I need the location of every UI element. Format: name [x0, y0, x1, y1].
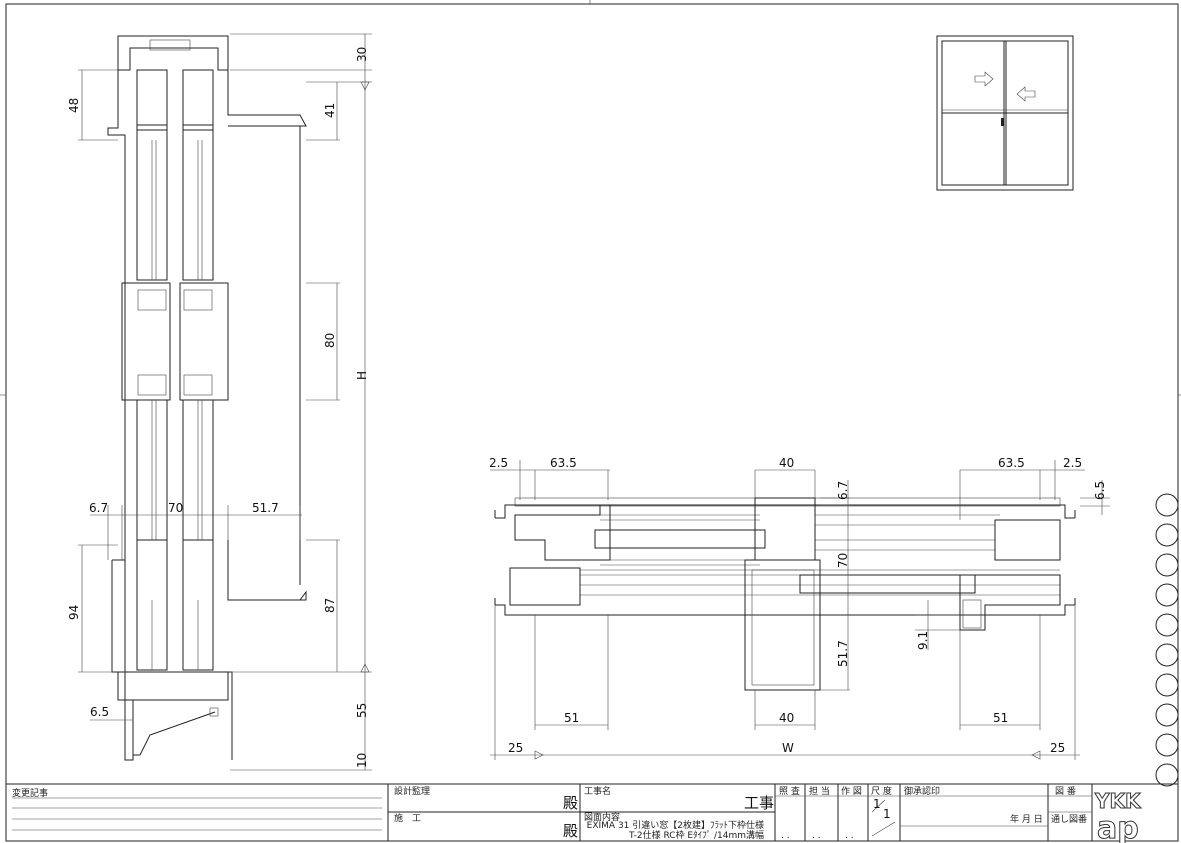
vertical-section — [78, 33, 372, 771]
svg-text:ap: ap — [1097, 811, 1139, 843]
dim-70: 70 — [168, 501, 183, 515]
dim-40-top: 40 — [779, 456, 794, 470]
dim-25-left: 25 — [508, 741, 523, 755]
dim-63-5-left: 63.5 — [550, 456, 577, 470]
dim-48: 48 — [67, 98, 81, 113]
scale-numerator: 1 — [873, 797, 881, 811]
scale-denominator: 1 — [883, 807, 891, 821]
ykk-ap-logo: YKK ap — [1094, 789, 1143, 843]
dim-6-7-center: 6.7 — [836, 481, 850, 500]
in-charge-label: 担 当 — [809, 785, 830, 797]
dim-2-5-right: 2.5 — [1063, 456, 1082, 470]
dim-51-right: 51 — [993, 711, 1008, 725]
drafting-label: 作 図 — [841, 785, 862, 797]
drawing-border — [5, 3, 1179, 842]
dim-9-1: 9.1 — [916, 631, 930, 650]
dim-6-5-right: 6.5 — [1093, 481, 1107, 500]
dim-6-7: 6.7 — [89, 501, 108, 515]
binding-holes — [1155, 493, 1179, 787]
dim-94: 94 — [67, 605, 81, 620]
dim-63-5-right: 63.5 — [998, 456, 1025, 470]
project-suffix: 工事 — [744, 794, 774, 812]
dim-30: 30 — [355, 47, 369, 62]
arrow-left-icon — [1016, 86, 1036, 102]
dim-41: 41 — [323, 103, 337, 118]
in-charge-dots: . . — [812, 831, 821, 841]
dim-51-7: 51.7 — [252, 501, 279, 515]
dim-51-left: 51 — [564, 711, 579, 725]
dim-70-center: 70 — [836, 553, 850, 568]
drawing-number-label: 図 番 — [1055, 785, 1076, 797]
dim-H: H — [355, 371, 369, 380]
honorific-2: 殿 — [563, 822, 578, 840]
serial-number-label: 通し図番 — [1051, 813, 1087, 825]
horizontal-section — [490, 460, 1110, 760]
scale-label: 尺 度 — [871, 785, 892, 797]
honorific-1: 殿 — [563, 794, 578, 812]
dim-55: 55 — [355, 703, 369, 718]
design-supervision-label: 設計監理 — [394, 785, 430, 797]
dim-51-7-center: 51.7 — [836, 640, 850, 667]
drawing-content-line1: EXIMA 31 引違い窓【2枚建】ﾌﾗｯﾄ下枠仕様 — [587, 819, 764, 831]
arrow-right-icon — [974, 71, 994, 87]
dim-10: 10 — [355, 753, 369, 768]
drafting-dots: . . — [845, 831, 854, 841]
dim-6-5: 6.5 — [90, 705, 109, 719]
dim-80: 80 — [323, 333, 337, 348]
approval-seal-label: 御承認印 — [904, 785, 940, 797]
date-label: 年 月 日 — [1010, 813, 1043, 825]
drawing-content-line2: T-2仕様 RC枠 Eﾀｲﾌﾟ /14mm溝幅 — [628, 829, 764, 841]
svg-text:YKK: YKK — [1094, 789, 1142, 813]
dim-25-right: 25 — [1050, 741, 1065, 755]
dim-87: 87 — [323, 598, 337, 613]
dim-40-bottom: 40 — [779, 711, 794, 725]
dim-W: W — [782, 741, 794, 755]
construction-label: 施 工 — [394, 812, 421, 824]
dim-2-5-left: 2.5 — [489, 456, 508, 470]
title-block — [6, 783, 1178, 841]
drawing-content-label: 図面内容 — [584, 811, 620, 823]
window-elevation — [936, 35, 1074, 191]
change-record-label: 変更記事 — [12, 787, 48, 799]
project-name-label: 工事名 — [584, 785, 611, 797]
check-label: 照 査 — [779, 785, 800, 797]
check-dots: . . — [781, 831, 790, 841]
